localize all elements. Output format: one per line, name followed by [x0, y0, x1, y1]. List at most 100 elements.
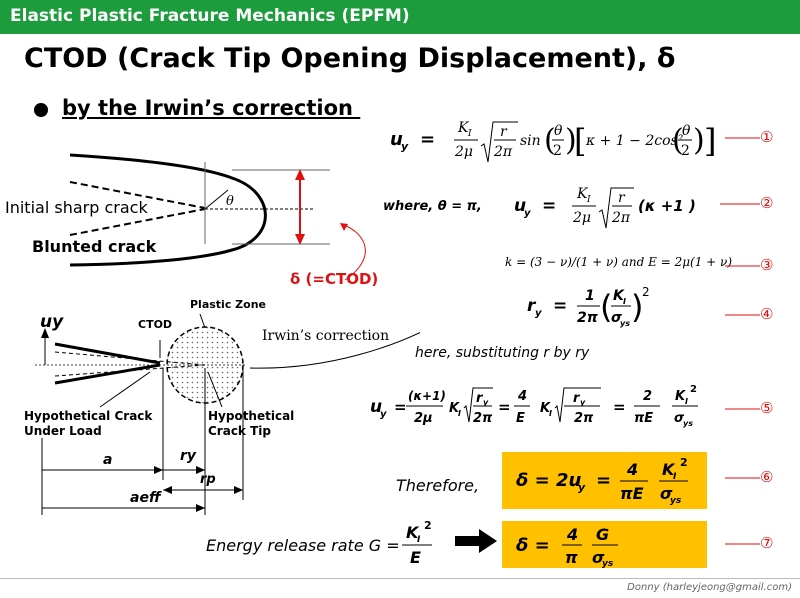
header-title: Elastic Plastic Fracture Mechanics (EPFM… — [10, 6, 410, 26]
svg-text:u: u — [370, 397, 382, 417]
svg-text:σ: σ — [660, 484, 673, 503]
equation-7: δ = 4 π G σys — [516, 525, 618, 568]
svg-text:sin: sin — [520, 133, 541, 149]
footer-credit: Donny (harleyjeong@gmail.com) — [627, 582, 792, 593]
svg-text:E: E — [516, 411, 525, 426]
svg-text:K: K — [449, 401, 460, 416]
where-text: where, θ = π, — [383, 199, 482, 214]
svg-text:π: π — [565, 548, 578, 567]
svg-text:y: y — [401, 140, 409, 153]
svg-text:I: I — [586, 195, 591, 205]
svg-text:=: = — [613, 398, 626, 416]
svg-text:I: I — [549, 409, 552, 418]
svg-text:r: r — [476, 391, 484, 406]
g-fraction: KI2 E — [402, 519, 432, 567]
svg-text:r: r — [573, 391, 581, 406]
energy-text: Energy release rate G = — [206, 536, 400, 555]
svg-text:(: ( — [672, 123, 684, 158]
svg-text:=: = — [542, 196, 556, 216]
a-label: a — [103, 452, 113, 468]
svg-text:=: = — [394, 398, 407, 416]
svg-text:r: r — [500, 124, 508, 140]
here-text: here, substituting r by ry — [415, 345, 590, 361]
svg-text:2: 2 — [690, 384, 697, 395]
marker-6: ⑥ — [760, 468, 774, 486]
marker-1: ① — [760, 128, 774, 146]
footer-divider — [0, 578, 800, 579]
svg-text:K: K — [675, 389, 686, 404]
svg-text:πE: πE — [634, 411, 653, 426]
svg-text:σ: σ — [611, 310, 622, 326]
svg-text:σ: σ — [592, 548, 605, 567]
svg-text:2π: 2π — [577, 310, 599, 326]
svg-text:K: K — [406, 523, 420, 542]
svg-text:2π: 2π — [473, 411, 493, 426]
svg-text:2: 2 — [680, 456, 688, 469]
marker-lines — [720, 137, 760, 545]
svg-text:]: ] — [704, 122, 716, 160]
svg-text:y: y — [535, 308, 542, 319]
svg-text:4: 4 — [626, 460, 638, 479]
svg-text:y: y — [580, 398, 586, 407]
svg-text:4: 4 — [566, 525, 578, 544]
svg-text:θ: θ — [682, 123, 691, 139]
svg-text:r: r — [618, 190, 626, 206]
svg-text:I: I — [417, 535, 421, 545]
svg-text:ys: ys — [602, 559, 614, 568]
svg-text:2μ: 2μ — [414, 411, 433, 426]
svg-text:2: 2 — [681, 143, 690, 159]
blunted-crack-diagram — [69, 153, 366, 281]
svg-text:=: = — [420, 129, 435, 150]
svg-text:θ: θ — [554, 123, 563, 139]
blunted-crack-label: Blunted crack — [32, 237, 157, 256]
svg-text:ys: ys — [683, 419, 693, 428]
svg-text:4: 4 — [517, 389, 527, 404]
svg-text:σ: σ — [674, 411, 685, 426]
marker-2: ② — [760, 194, 774, 212]
svg-text:κ + 1 − 2cos²: κ + 1 − 2cos² — [585, 133, 684, 149]
svg-text:=: = — [553, 296, 567, 316]
svg-text:1: 1 — [585, 288, 595, 304]
ctod-small-label: CTOD — [138, 318, 173, 331]
svg-text:I: I — [467, 129, 472, 139]
arrow-right-icon — [455, 529, 497, 553]
theta-label: θ — [226, 194, 234, 209]
svg-text:δ = 2u: δ = 2u — [516, 470, 582, 491]
uy-label: uy — [40, 312, 64, 332]
svg-text:u: u — [514, 196, 526, 216]
svg-text:2π: 2π — [611, 210, 631, 226]
svg-text:u: u — [390, 129, 403, 150]
therefore-text: Therefore, — [396, 476, 480, 495]
svg-text:(: ( — [544, 123, 556, 158]
irwin-correction-label: Irwin’s correction — [262, 328, 390, 344]
svg-text:ys: ys — [670, 496, 682, 506]
svg-text:2: 2 — [643, 389, 652, 404]
marker-3: ③ — [760, 256, 774, 274]
svg-text:[: [ — [574, 122, 586, 160]
svg-text:I: I — [685, 397, 688, 406]
ry-label: ry — [180, 448, 197, 464]
svg-text:2μ: 2μ — [454, 144, 473, 160]
svg-text:ys: ys — [620, 319, 630, 328]
svg-text:): ) — [693, 123, 705, 158]
svg-text:r: r — [527, 296, 537, 316]
svg-text:=: = — [596, 470, 611, 491]
svg-text:I: I — [673, 472, 677, 482]
svg-text:(: ( — [600, 288, 612, 326]
svg-text:2: 2 — [553, 143, 562, 159]
svg-text:y: y — [578, 481, 586, 494]
svg-text:=: = — [498, 398, 511, 416]
svg-text:y: y — [483, 398, 489, 407]
rp-label: rp — [200, 472, 216, 487]
bullet-icon — [34, 103, 48, 117]
svg-text:2: 2 — [424, 519, 432, 532]
marker-4: ④ — [760, 305, 774, 323]
svg-text:I: I — [623, 297, 626, 306]
svg-text:πE: πE — [620, 484, 644, 503]
svg-text:δ =: δ = — [516, 535, 550, 556]
svg-text:y: y — [524, 208, 531, 219]
